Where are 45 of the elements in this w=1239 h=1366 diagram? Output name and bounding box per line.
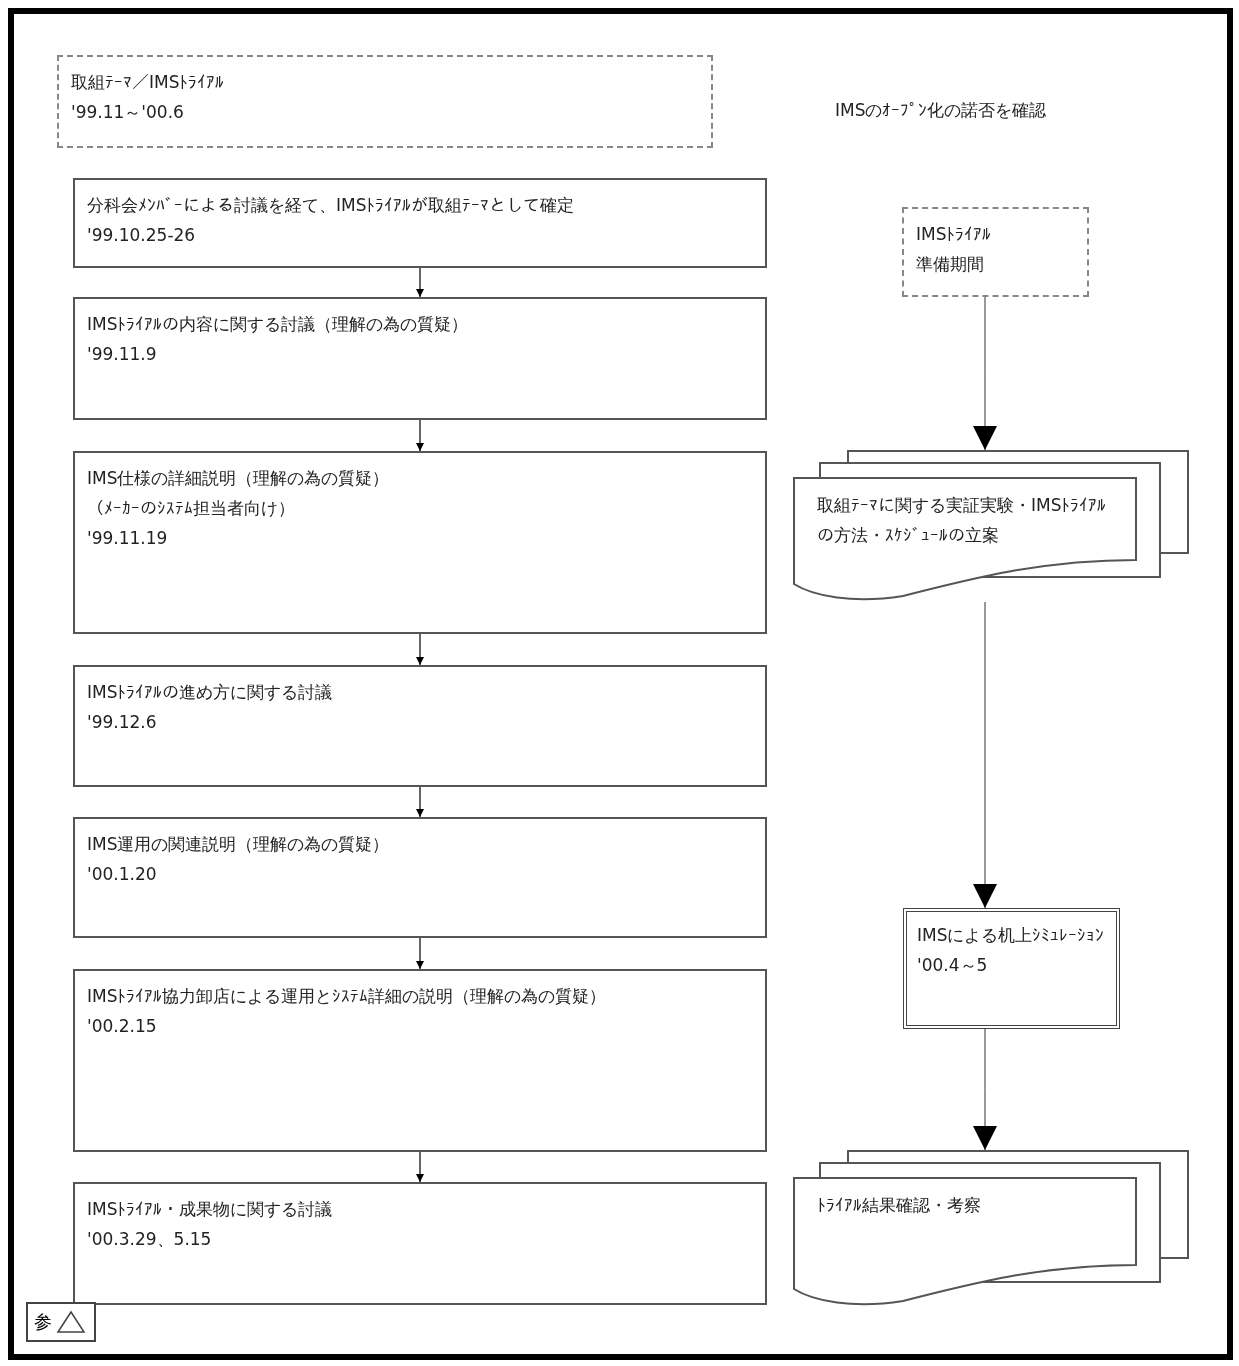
arrow xyxy=(416,786,424,818)
arrow xyxy=(416,419,424,452)
node-text: '99.10.25-26 xyxy=(87,224,197,247)
chevron-arrow xyxy=(973,601,997,909)
process-box xyxy=(73,178,767,268)
nav-button: 参 xyxy=(26,1302,96,1342)
document-stack xyxy=(793,450,1189,602)
node-text: '99.12.6 xyxy=(87,711,158,734)
note-text: IMSのｵｰﾌﾟﾝ化の諾否を確認 xyxy=(835,99,1048,122)
node-title: 分科会ﾒﾝﾊﾞｰによる討議を経て、IMSﾄﾗｲｱﾙが取組ﾃｰﾏとして確定 xyxy=(87,194,576,217)
node-title: 取組ﾃｰﾏ／IMSﾄﾗｲｱﾙ xyxy=(71,71,226,94)
arrow xyxy=(416,633,424,666)
node-text: '99.11.19 xyxy=(87,527,169,550)
node-title: IMSﾄﾗｲｱﾙ協力卸店による運用とｼｽﾃﾑ詳細の説明（理解の為の質疑） xyxy=(87,985,608,1008)
node-text: '00.4～5 xyxy=(917,954,989,977)
process-box xyxy=(73,665,767,787)
arrow xyxy=(416,1151,424,1183)
node-text: '00.2.15 xyxy=(87,1015,158,1038)
chevron-arrow xyxy=(973,1028,997,1151)
document-stack xyxy=(793,1150,1189,1307)
node-title: IMSﾄﾗｲｱﾙの内容に関する討議（理解の為の質疑） xyxy=(87,313,470,336)
node-title: ﾄﾗｲｱﾙ結果確認・考察 xyxy=(817,1194,982,1217)
node-title: IMSﾄﾗｲｱﾙ準備期間 xyxy=(916,223,993,276)
node-text: （ﾒｰｶｰのｼｽﾃﾑ担当者向け） xyxy=(87,497,296,520)
arrow xyxy=(416,937,424,970)
node-title: 取組ﾃｰﾏに関する実証実験・IMSﾄﾗｲｱﾙの方法・ｽｹｼﾞｭｰﾙの立案 xyxy=(817,494,1107,547)
process-box xyxy=(73,969,767,1152)
process-box xyxy=(73,1182,767,1305)
node-title: IMS運用の関連説明（理解の為の質疑） xyxy=(87,833,391,856)
process-box xyxy=(73,297,767,420)
dashed-box xyxy=(902,207,1089,297)
double-border-box xyxy=(903,908,1120,1029)
node-text: '99.11.9 xyxy=(87,343,158,366)
chevron-arrow xyxy=(973,296,997,451)
arrow xyxy=(416,267,424,298)
node-text: '00.1.20 xyxy=(87,863,158,886)
node-title: IMSﾄﾗｲｱﾙの進め方に関する討議 xyxy=(87,681,334,704)
process-box xyxy=(73,817,767,938)
node-text: '99.11～'00.6 xyxy=(71,101,185,124)
dashed-box xyxy=(57,55,713,148)
process-box xyxy=(73,451,767,634)
node-text: '00.3.29、5.15 xyxy=(87,1228,213,1251)
node-title: IMSﾄﾗｲｱﾙ・成果物に関する討議 xyxy=(87,1198,334,1221)
node-title: IMSによる机上ｼﾐｭﾚｰｼｮﾝ xyxy=(917,924,1106,947)
node-title: IMS仕様の詳細説明（理解の為の質疑） xyxy=(87,467,391,490)
